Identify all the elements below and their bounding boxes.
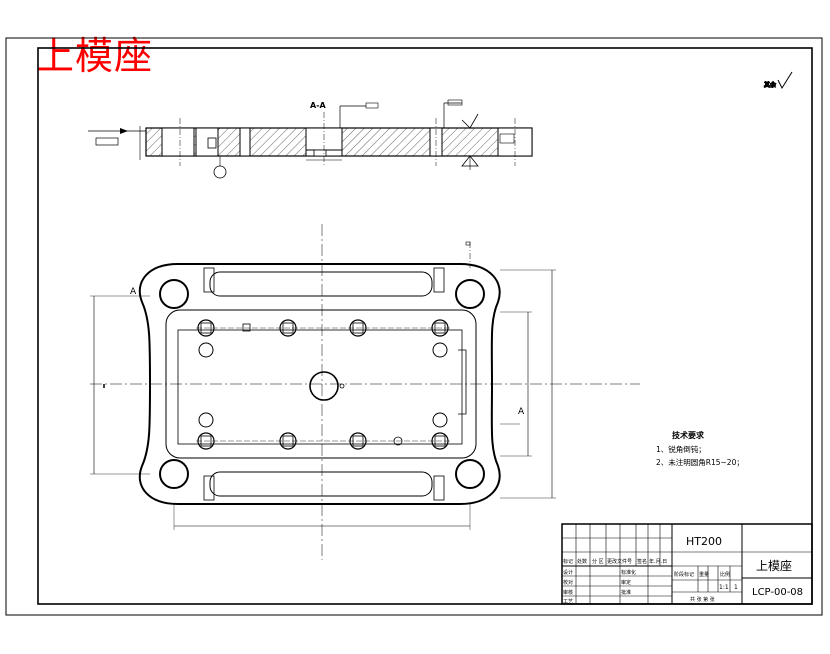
scale-marker: 1 — [734, 584, 738, 591]
inner-frame — [37, 47, 813, 605]
svg-text:分 区: 分 区 — [592, 558, 604, 565]
drawing-number: LCP-00-08 — [752, 587, 803, 598]
svg-text:年.月.日: 年.月.日 — [649, 558, 667, 565]
svg-text:工艺: 工艺 — [563, 599, 573, 605]
svg-text:标记: 标记 — [563, 558, 573, 565]
svg-text:审核: 审核 — [563, 589, 573, 596]
svg-text:校对: 校对 — [563, 579, 573, 586]
outer-frame — [5, 37, 823, 616]
view-marker-left: A — [130, 287, 137, 297]
material-label: HT200 — [686, 535, 722, 548]
roughness-mark: 其余 — [764, 71, 793, 90]
svg-text:设计: 设计 — [563, 569, 573, 576]
part-name: 上模座 — [756, 558, 792, 573]
view-marker-right: A — [518, 407, 525, 417]
svg-text:其余: 其余 — [764, 81, 776, 89]
svg-text:阶段标记: 阶段标记 — [674, 571, 694, 578]
tech-req-heading: 技术要求 — [672, 430, 705, 440]
scale-value: 1:1 — [719, 584, 729, 591]
svg-text:重量: 重量 — [699, 571, 709, 578]
svg-text:比例: 比例 — [720, 571, 730, 578]
svg-text:共 张 第 张: 共 张 第 张 — [690, 596, 715, 603]
svg-text:审定: 审定 — [621, 579, 631, 586]
svg-text:处数: 处数 — [577, 558, 587, 565]
technical-requirements: 技术要求 1、锐角倒钝； 2、未注明圆角R15~20； — [656, 430, 744, 467]
section-label: A-A — [310, 101, 327, 110]
tech-req-item-1: 1、锐角倒钝； — [656, 444, 706, 454]
svg-text:标准化: 标准化 — [621, 569, 636, 576]
drawing-title: 上模座 — [36, 34, 154, 78]
svg-text:批准: 批准 — [621, 589, 631, 596]
plan-view — [90, 224, 640, 560]
section-view: A-A — [88, 99, 533, 179]
svg-text:更改文件号: 更改文件号 — [607, 558, 632, 565]
title-block — [561, 523, 813, 605]
tech-req-item-2: 2、未注明圆角R15~20； — [656, 457, 744, 467]
title-block-cell-labels: 标记处数分 区 更改文件号签名年.月.日 设计校对审核工艺 标准化审定批准 阶段… — [563, 558, 730, 605]
svg-text:签名: 签名 — [637, 558, 647, 565]
